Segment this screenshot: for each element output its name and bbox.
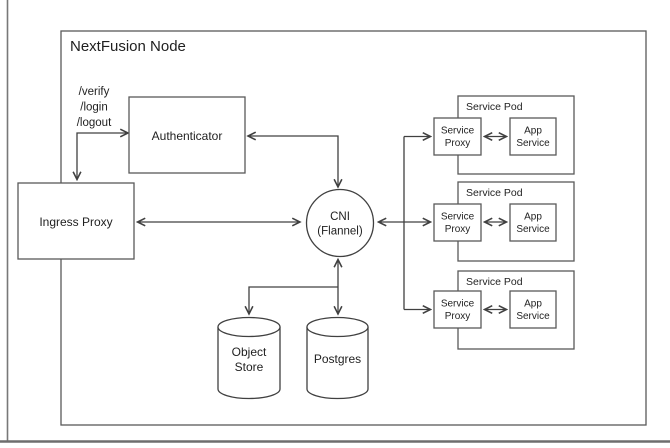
service-proxy-2-label-line1: Service [441, 212, 475, 223]
service-proxy-1-label-line2: Proxy [445, 138, 471, 149]
cni-circle [305, 188, 375, 258]
service-pod-3-title: Service Pod [466, 276, 523, 288]
object-store-label-line2: Store [235, 360, 264, 374]
app-service-1-label-line1: App [524, 126, 542, 137]
app-service-2-box [509, 203, 557, 242]
app-service-1-box [509, 117, 557, 156]
service-pod-1: Service Pod Service Proxy App Service [433, 95, 575, 175]
object-store-top [217, 316, 281, 338]
postgres-top [306, 316, 369, 338]
object-store-body [217, 327, 281, 400]
service-proxy-1-box [433, 117, 482, 156]
authenticator-cni-connector [248, 136, 338, 187]
cni-label-line1: CNI [330, 211, 350, 223]
postgres-cylinder: Postgres [306, 316, 369, 400]
authenticator-box [128, 96, 246, 174]
app-service-1-label-line2: Service [516, 138, 550, 149]
ingress-authenticator-connector [77, 133, 128, 180]
service-proxy-3-box [433, 290, 482, 329]
service-proxy-2-box [433, 203, 482, 242]
app-service-3-box [509, 290, 557, 329]
route-logout-label: /logout [77, 117, 112, 129]
cni-objectstore-connector [249, 286, 338, 314]
cni-label-line2: (Flannel) [317, 226, 363, 238]
app-service-3-label-line2: Service [516, 311, 550, 322]
service-pod-2-title: Service Pod [466, 187, 523, 199]
service-proxy-1-label-line1: Service [441, 126, 475, 137]
authenticator-label: Authenticator [152, 129, 223, 143]
ingress-proxy-label: Ingress Proxy [39, 215, 112, 229]
route-verify-label: /verify [79, 86, 110, 98]
app-service-2-label-line1: App [524, 212, 542, 223]
service-pod-3: Service Pod Service Proxy App Service [433, 270, 575, 350]
service-proxy-3-label-line1: Service [441, 299, 475, 310]
node-title: NextFusion Node [70, 38, 186, 55]
postgres-body [306, 327, 369, 400]
service-pod-1-title: Service Pod [466, 101, 523, 113]
object-store-cylinder: Object Store [217, 316, 281, 400]
object-store-label-line1: Object [232, 345, 267, 359]
app-service-3-label-line1: App [524, 299, 542, 310]
service-proxy-3-label-line2: Proxy [445, 311, 471, 322]
ingress-proxy-box [17, 182, 135, 260]
service-pod-2: Service Pod Service Proxy App Service [433, 181, 575, 262]
routes-label: /verify /login /logout [77, 86, 112, 129]
app-service-2-label-line2: Service [516, 224, 550, 235]
service-proxy-2-label-line2: Proxy [445, 224, 471, 235]
postgres-label: Postgres [314, 352, 361, 366]
route-login-label: /login [80, 102, 108, 114]
